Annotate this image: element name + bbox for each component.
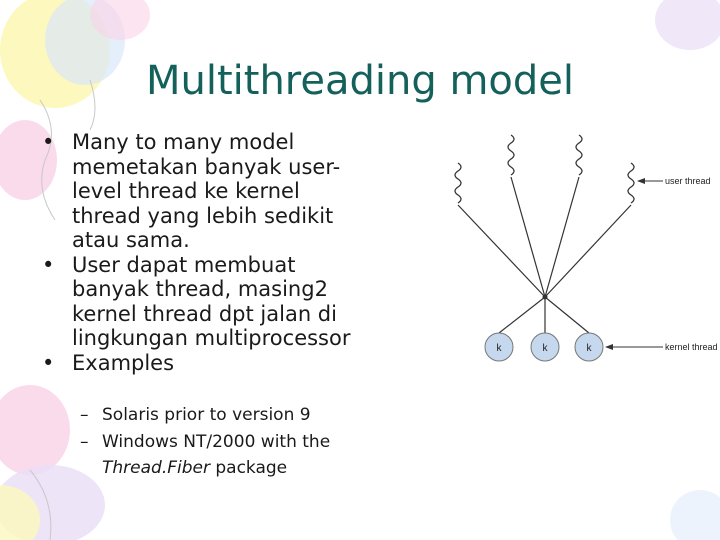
bullet-item: • Examples bbox=[40, 351, 400, 376]
bullet-item: • User dapat membuat banyak thread, masi… bbox=[40, 253, 400, 351]
sub-bullet-item: Thread.Fiber package bbox=[80, 455, 330, 482]
bullet-line: memetakan banyak user- bbox=[72, 154, 341, 179]
bullet-line: Many to many model bbox=[72, 130, 295, 154]
bullet-line: level thread ke kernel bbox=[72, 179, 300, 203]
kernel-node-label: k bbox=[497, 343, 503, 354]
user-thread-squiggle bbox=[507, 134, 515, 176]
kernel-node-label: k bbox=[543, 343, 549, 354]
kernel-thread-node: k bbox=[484, 332, 514, 362]
slide-title: Multithreading model bbox=[145, 58, 574, 104]
bullet-line: lingkungan multiprocessor bbox=[72, 326, 351, 350]
sub-bullet-text: package bbox=[209, 458, 288, 478]
sub-bullet-italic: Thread.Fiber bbox=[102, 458, 210, 478]
user-thread-squiggle bbox=[627, 162, 635, 204]
sub-bullet-list: –Solaris prior to version 9 –Windows NT/… bbox=[80, 402, 330, 482]
bullet-marker: • bbox=[42, 252, 55, 277]
bullet-marker: • bbox=[42, 350, 55, 375]
bullet-line: Examples bbox=[72, 350, 175, 375]
bullet-line: thread yang lebih sedikit bbox=[72, 203, 334, 228]
sub-bullet-item: –Solaris prior to version 9 bbox=[80, 402, 330, 429]
kernel-thread-node: k bbox=[530, 332, 560, 362]
bullet-marker: • bbox=[42, 130, 55, 154]
dash-marker: – bbox=[80, 431, 89, 452]
many-to-many-diagram: k k k user thread kernel thread bbox=[454, 134, 718, 362]
mapping-lines bbox=[457, 176, 632, 334]
user-thread-label: user thread bbox=[665, 176, 711, 186]
bullet-line: atau sama. bbox=[72, 228, 190, 252]
dash-marker: – bbox=[80, 405, 89, 425]
kernel-thread-label: kernel thread bbox=[665, 342, 718, 352]
kernel-node-label: k bbox=[587, 343, 593, 354]
user-thread-squiggle bbox=[575, 134, 583, 176]
bullet-item: • Many to many model memetakan banyak us… bbox=[40, 130, 400, 253]
bullet-line: User dapat membuat bbox=[72, 252, 296, 277]
sub-bullet-text: Solaris prior to version 9 bbox=[102, 405, 311, 425]
bullet-line: banyak thread, masing2 bbox=[72, 277, 328, 301]
kernel-thread-node: k bbox=[574, 332, 604, 362]
bullet-line: kernel thread dpt jalan di bbox=[72, 301, 337, 326]
sub-bullet-item: –Windows NT/2000 with the bbox=[80, 429, 330, 456]
user-thread-squiggle bbox=[454, 162, 462, 204]
mapping-junction bbox=[542, 294, 548, 300]
sub-bullet-text: Windows NT/2000 with the bbox=[102, 431, 331, 452]
bullet-list: • Many to many model memetakan banyak us… bbox=[40, 130, 400, 375]
balloon-strings bbox=[29, 79, 96, 540]
